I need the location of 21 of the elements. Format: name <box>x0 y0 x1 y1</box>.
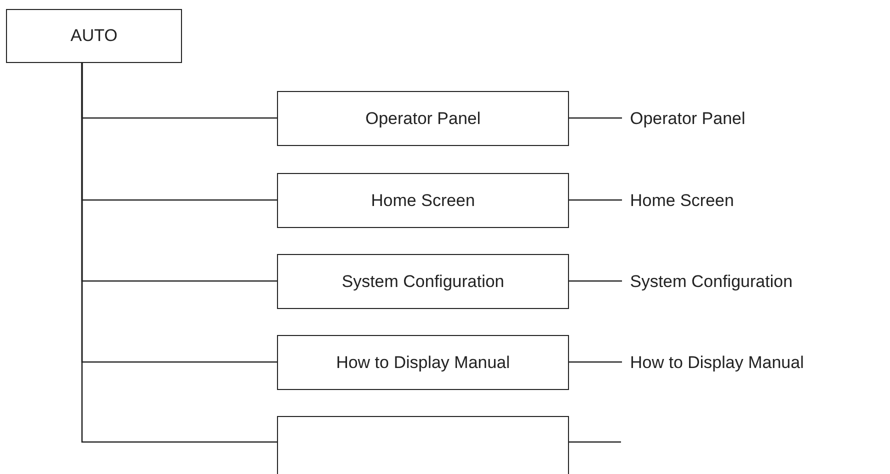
connector-line <box>569 361 622 363</box>
node-label: Operator Panel <box>365 108 481 128</box>
menu-box <box>277 91 569 146</box>
connector-line <box>81 63 277 443</box>
empty-box <box>277 416 569 474</box>
node-label: Operator Panel <box>630 108 746 128</box>
connector-line <box>569 199 622 201</box>
menu-box <box>277 335 569 390</box>
node-label: AUTO <box>70 26 118 46</box>
connector-line <box>569 280 622 282</box>
connector-line <box>569 441 621 443</box>
menu-box <box>277 254 569 309</box>
node-label: System Configuration <box>630 272 793 292</box>
menu-box <box>277 173 569 228</box>
menu-box <box>6 9 182 63</box>
connector-line <box>569 117 622 119</box>
node-label: How to Display Manual <box>630 352 804 372</box>
node-label: How to Display Manual <box>336 352 510 372</box>
node-label: Home Screen <box>630 190 734 210</box>
node-label: System Configuration <box>342 272 504 292</box>
node-label: Home Screen <box>371 190 475 210</box>
